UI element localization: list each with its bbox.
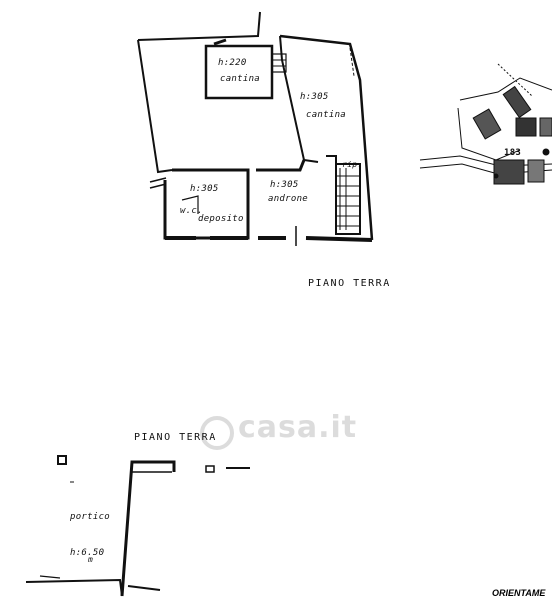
label-wc-name: w.c. [180,206,203,216]
label-cantina-large-name: cantina [306,110,347,120]
stair-block [335,163,361,235]
label-androne-name: androne [268,194,309,204]
watermark: casa.it [238,410,358,445]
label-cantina-small-height: h:220 [218,58,247,68]
small-cantina-room [204,44,274,100]
label-wc-height: h:305 [190,184,219,194]
label-deposito-name: deposito [198,214,244,224]
watermark-logo-icon [200,416,234,450]
pillar [57,455,67,465]
upper-plan-title: PIANO TERRA [308,278,391,289]
upper-floor-plan [137,11,374,246]
label-portico-height: h:6.50 [70,548,105,558]
portico-ground-line [25,578,123,597]
label-cantina-small-name: cantina [220,74,261,84]
wc-room-wall [163,180,250,240]
outer-wall-left [137,39,173,174]
label-cantina-large-height: h:305 [300,92,329,102]
middle-wall [172,168,250,180]
label-rip: rip. [342,160,363,169]
label-portico-name: portico [70,512,111,522]
inner-wall-right-cellar [279,35,319,163]
site-map-inset [419,63,552,185]
parcel-number: 183 [504,148,522,158]
lower-plan-title: PIANO TERRA [134,432,217,443]
portico-wall [120,460,176,597]
outer-wall-top-right [279,34,374,241]
lower-floor-plan [25,455,250,597]
label-androne-height: h:305 [270,180,299,190]
label-portico-unit: m [88,555,94,564]
outer-wall [137,11,261,41]
orientation-label: ORIENTAME [492,588,546,598]
small-cantina-door [271,53,287,73]
